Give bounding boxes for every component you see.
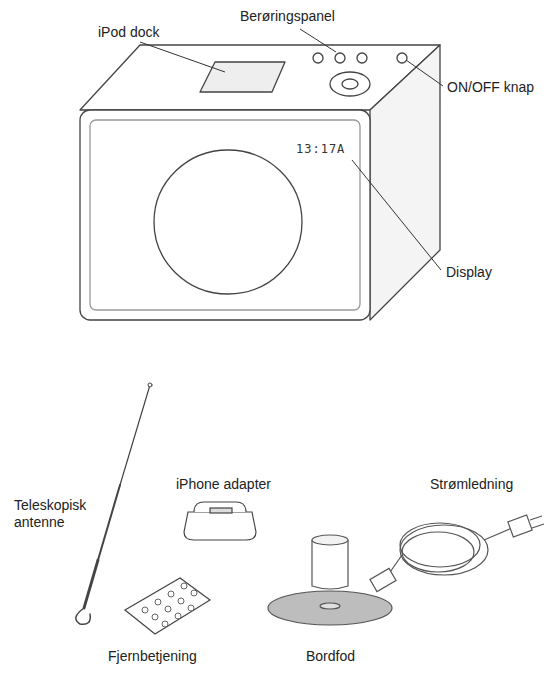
antenna-rod — [120, 385, 150, 485]
remote-button — [175, 613, 181, 619]
part-label: Fjernbetjening — [108, 648, 197, 665]
part-label: Display — [446, 264, 492, 281]
cord-coil — [400, 525, 488, 575]
iphone-adapter — [184, 512, 256, 540]
stand-post-top — [312, 535, 348, 545]
cord-coil — [402, 532, 474, 572]
remote-button — [181, 583, 187, 589]
remote-button — [188, 605, 194, 611]
remote-button — [168, 591, 174, 597]
remote-button — [178, 598, 184, 604]
remote-button — [142, 607, 148, 613]
cord-plug — [508, 515, 532, 537]
remote-control — [125, 578, 210, 634]
antenna-rod — [84, 560, 98, 608]
antenna-foot — [76, 608, 90, 624]
leader-line — [406, 60, 443, 86]
touch-wheel-center — [342, 79, 358, 89]
touch-button — [357, 53, 367, 63]
part-label: Strømledning — [430, 476, 513, 493]
housing-side — [370, 45, 440, 320]
remote-button — [152, 614, 158, 620]
front-frame — [90, 120, 360, 310]
plug-pin — [532, 524, 544, 528]
touch-wheel — [330, 72, 370, 96]
remote-button — [191, 590, 197, 596]
plug-pin — [530, 516, 542, 520]
cord-connector — [370, 568, 396, 591]
remote-button — [162, 621, 168, 627]
housing-front — [80, 110, 370, 320]
part-label: ON/OFF knap — [447, 79, 534, 96]
iphone-adapter — [194, 502, 246, 512]
antenna-tip — [148, 383, 152, 387]
touch-button — [313, 53, 323, 63]
leader-line — [140, 42, 225, 72]
antenna-rod — [98, 485, 120, 560]
dock-slot — [200, 62, 285, 92]
leader-line — [352, 160, 441, 270]
cord — [484, 528, 512, 540]
part-label: iPhone adapter — [176, 476, 271, 493]
stand-hole — [320, 603, 340, 609]
stand-base — [268, 591, 392, 625]
part-label: Berøringspanel — [240, 8, 335, 25]
stand-post — [312, 540, 348, 589]
part-label: iPod dock — [98, 24, 159, 41]
touch-button — [335, 53, 345, 63]
adapter-connector — [210, 508, 232, 513]
remote-button — [155, 599, 161, 605]
part-label: Bordfod — [306, 648, 355, 665]
remote-button — [165, 606, 171, 612]
part-label: Teleskopisk antenne — [14, 497, 102, 531]
power-button — [397, 53, 407, 63]
display-readout: 13:17A — [296, 141, 345, 158]
leader-line — [300, 29, 336, 52]
speaker-circle — [154, 150, 302, 294]
